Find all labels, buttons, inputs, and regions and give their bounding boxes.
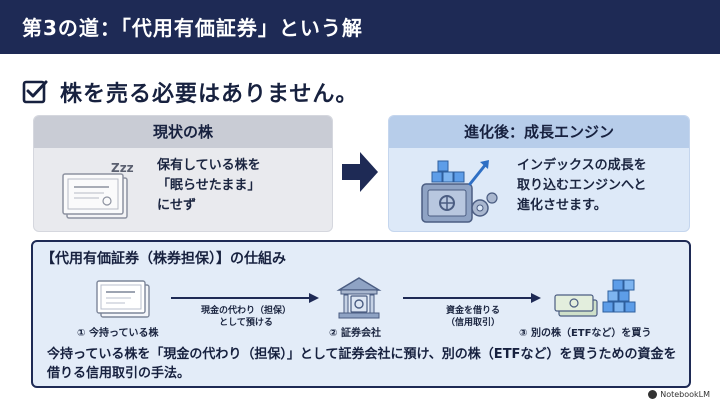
step-2-label: ② 証券会社 [329, 328, 381, 339]
arrow-2-line: 資金を借りる [445, 306, 500, 316]
after-body: インデックスの成長を 取り込むエンジンへと 進化させます。 [517, 156, 647, 216]
slide-title: 第3の道：「代用有価証券」という解 [22, 16, 363, 40]
before-line: 保有している株を [157, 158, 261, 173]
brand-mark: NotebookLM [648, 390, 710, 399]
stock-certificate-icon [96, 280, 150, 318]
growth-engine-icon [421, 160, 498, 223]
after-header: 進化後：成長エンジン [389, 116, 689, 148]
before-header: 現状の株 [34, 116, 332, 148]
arrow-1-line: 現金の代わり（担保） [200, 306, 291, 316]
after-panel: 進化後：成長エンジン インデックスの成長を 取り込むエンジンへと 進化させます。 [388, 115, 690, 232]
before-body: 保有している株を 「眠らせたまま」 にせず [157, 156, 261, 216]
sleeping-certificate-icon: Zzz [62, 161, 134, 219]
cash-and-etf-icon [554, 279, 636, 317]
checkbox-icon [22, 80, 48, 104]
claim-row: 株を売る必要はありません。 [22, 76, 358, 108]
arrow-1-line: として預ける [219, 318, 273, 328]
claim-text: 株を売る必要はありません。 [60, 82, 359, 107]
arrow-2-label: 資金を借りる （信用取引） [413, 305, 533, 329]
title-bar: 第3の道：「代用有価証券」という解 [0, 0, 720, 54]
step-3-label: ③ 別の株（ETFなど）を買う [519, 328, 652, 339]
after-line: 取り込むエンジンへと [517, 178, 647, 193]
notebooklm-logo-icon [648, 390, 658, 399]
arrow-1-label: 現金の代わり（担保） として預ける [181, 305, 311, 329]
before-line: 「眠らせたまま」 [157, 178, 261, 193]
zzz-text: Zzz [111, 161, 134, 175]
arrow-2-line: （信用取引） [445, 318, 500, 328]
bank-building-icon [336, 277, 382, 319]
before-line: にせず [157, 198, 197, 213]
after-line: 進化させます。 [517, 198, 607, 213]
brand-text: NotebookLM [660, 390, 710, 399]
arrow-2-icon [403, 293, 541, 303]
arrow-1-icon [171, 293, 319, 303]
transform-arrow-icon [342, 152, 378, 192]
mechanism-description: 今持っている株を「現金の代わり（担保）」として証券会社に預け、別の株（ETFなど… [47, 347, 677, 381]
before-panel: 現状の株 Zzz 保有している株を 「眠らせたまま」 にせず [33, 115, 333, 232]
step-1-label: ① 今持っている株 [77, 328, 159, 339]
mechanism-title: 【代用有価証券（株券担保）】の仕組み [41, 251, 286, 267]
mechanism-box: 【代用有価証券（株券担保）】の仕組み ① 今持っている株 現金の代わり（担保） … [31, 240, 691, 388]
after-line: インデックスの成長を [517, 158, 647, 173]
